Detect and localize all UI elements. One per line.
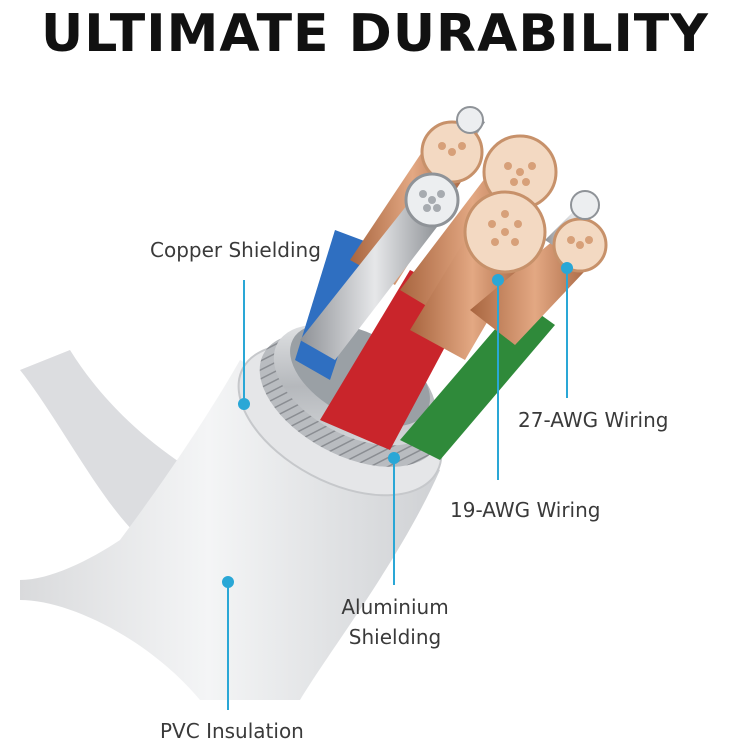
callout-aluminium-dot	[388, 452, 400, 464]
aluminium-label-line1: Aluminium	[341, 595, 449, 619]
aluminium-shielding-label: Aluminium Shielding	[340, 592, 450, 652]
awg19-wiring-label: 19-AWG Wiring	[450, 498, 601, 522]
callout-pvc-dot	[222, 576, 234, 588]
strand-ends	[404, 106, 608, 274]
copper-shielding-label: Copper Shielding	[150, 238, 321, 262]
callout-19awg-dot	[492, 274, 504, 286]
aluminium-label-line2: Shielding	[348, 625, 442, 649]
awg27-wiring-label: 27-AWG Wiring	[518, 408, 669, 432]
silver-bundle	[300, 195, 450, 360]
callout-27awg-dot	[561, 262, 573, 274]
callout-lines	[222, 262, 573, 710]
page-title: ULTIMATE DURABILITY	[41, 4, 709, 64]
pvc-insulation-label: PVC Insulation	[160, 719, 304, 743]
callout-copper-dot	[238, 398, 250, 410]
